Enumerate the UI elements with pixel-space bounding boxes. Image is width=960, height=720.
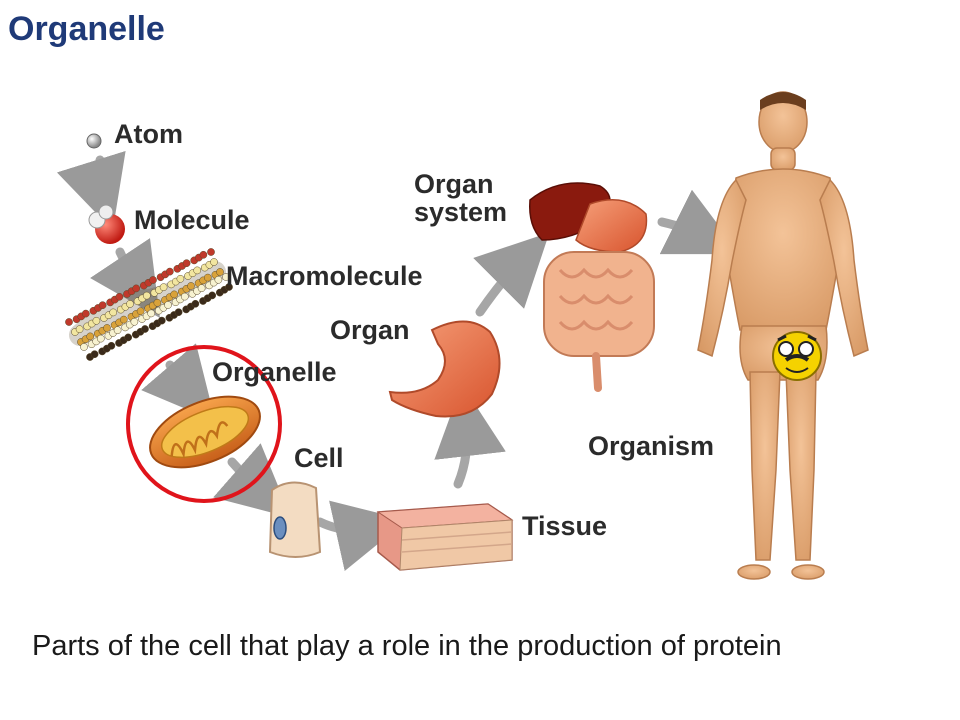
flow-arrows bbox=[56, 150, 741, 571]
molecule-illustration bbox=[88, 204, 125, 244]
macromolecule-bead bbox=[132, 284, 141, 293]
macromolecule-bead bbox=[130, 317, 139, 326]
macromolecule-bead bbox=[203, 273, 212, 282]
macromolecule-bead bbox=[98, 301, 107, 310]
macromolecule-bead bbox=[153, 298, 162, 307]
macromolecule-bead bbox=[157, 316, 166, 325]
label-tissue: Tissue bbox=[522, 511, 608, 541]
label-cell: Cell bbox=[294, 443, 344, 473]
macromolecule-bead bbox=[126, 300, 134, 308]
macromolecule-bead bbox=[214, 275, 223, 284]
caption: Parts of the cell that play a role in th… bbox=[32, 630, 782, 662]
macromolecule-bead bbox=[96, 334, 105, 343]
label-atom: Atom bbox=[114, 119, 183, 149]
label-organism: Organism bbox=[588, 431, 715, 461]
macromolecule-bead bbox=[75, 325, 84, 334]
macromolecule-bead bbox=[80, 343, 88, 351]
macromolecule-bead bbox=[225, 283, 233, 291]
macromolecule-bead bbox=[164, 301, 172, 309]
macromolecule-bead bbox=[65, 318, 73, 326]
macromolecule-bead bbox=[109, 308, 118, 317]
macromolecule-bead bbox=[103, 324, 111, 332]
atom-illustration bbox=[86, 133, 102, 149]
label-macromolecule: Macromolecule bbox=[226, 261, 423, 291]
label-organ: Organ bbox=[330, 315, 410, 345]
organism-hair bbox=[760, 92, 806, 110]
macromolecule-bead bbox=[149, 276, 157, 284]
macromolecule-bead bbox=[142, 291, 151, 300]
macromolecule-bead bbox=[113, 326, 122, 335]
organelle-highlight-circle bbox=[126, 345, 282, 503]
label-organ-system-line1: Organ bbox=[414, 169, 494, 199]
macromolecule-bead bbox=[174, 308, 183, 317]
label-organelle: Organelle bbox=[212, 357, 337, 387]
macromolecule-bead bbox=[119, 315, 128, 324]
macromolecule-bead bbox=[147, 309, 156, 318]
macromolecule-bead bbox=[191, 299, 200, 308]
macromolecule-bead bbox=[197, 284, 206, 293]
macromolecule-bead bbox=[193, 266, 202, 275]
macromolecule-bead bbox=[216, 268, 224, 276]
macromolecule-bead bbox=[136, 307, 145, 316]
organ-stomach-illustration bbox=[388, 320, 501, 418]
macromolecule-bead bbox=[176, 274, 185, 283]
macromolecule-bead bbox=[170, 290, 179, 299]
macromolecule-illustration bbox=[65, 248, 233, 361]
macromolecule-bead bbox=[141, 325, 149, 333]
macromolecule-bead bbox=[187, 282, 195, 290]
label-organ-system: Organ system bbox=[414, 170, 507, 227]
cell-illustration bbox=[268, 481, 322, 558]
label-organ-system-line2: system bbox=[414, 197, 508, 228]
macromolecule-bead bbox=[207, 248, 215, 256]
macromolecule-bead bbox=[159, 283, 168, 292]
macromolecule-bead bbox=[107, 341, 116, 350]
macromolecule-bead bbox=[182, 259, 191, 268]
mitochondrion-illustration bbox=[149, 395, 261, 469]
macromolecule-bead bbox=[208, 291, 217, 300]
macromolecule-bead bbox=[81, 309, 90, 318]
label-molecule: Molecule bbox=[134, 205, 250, 235]
macromolecule-bead bbox=[124, 333, 133, 342]
tissue-illustration bbox=[376, 503, 514, 571]
slide-title: Organelle bbox=[8, 10, 165, 48]
macromolecule-bead bbox=[115, 292, 124, 301]
macromolecule-bead bbox=[222, 273, 230, 281]
organ-system-illustration bbox=[529, 182, 655, 392]
macromolecule-bead bbox=[86, 332, 95, 341]
macromolecule-bead bbox=[180, 292, 189, 301]
disguise-emoji-icon bbox=[772, 331, 822, 381]
macromolecule-bead bbox=[92, 316, 101, 325]
macromolecule-bead bbox=[210, 258, 218, 266]
macromolecule-bead bbox=[199, 250, 208, 259]
macromolecule-bead bbox=[165, 267, 174, 276]
macromolecule-bead bbox=[90, 350, 99, 359]
